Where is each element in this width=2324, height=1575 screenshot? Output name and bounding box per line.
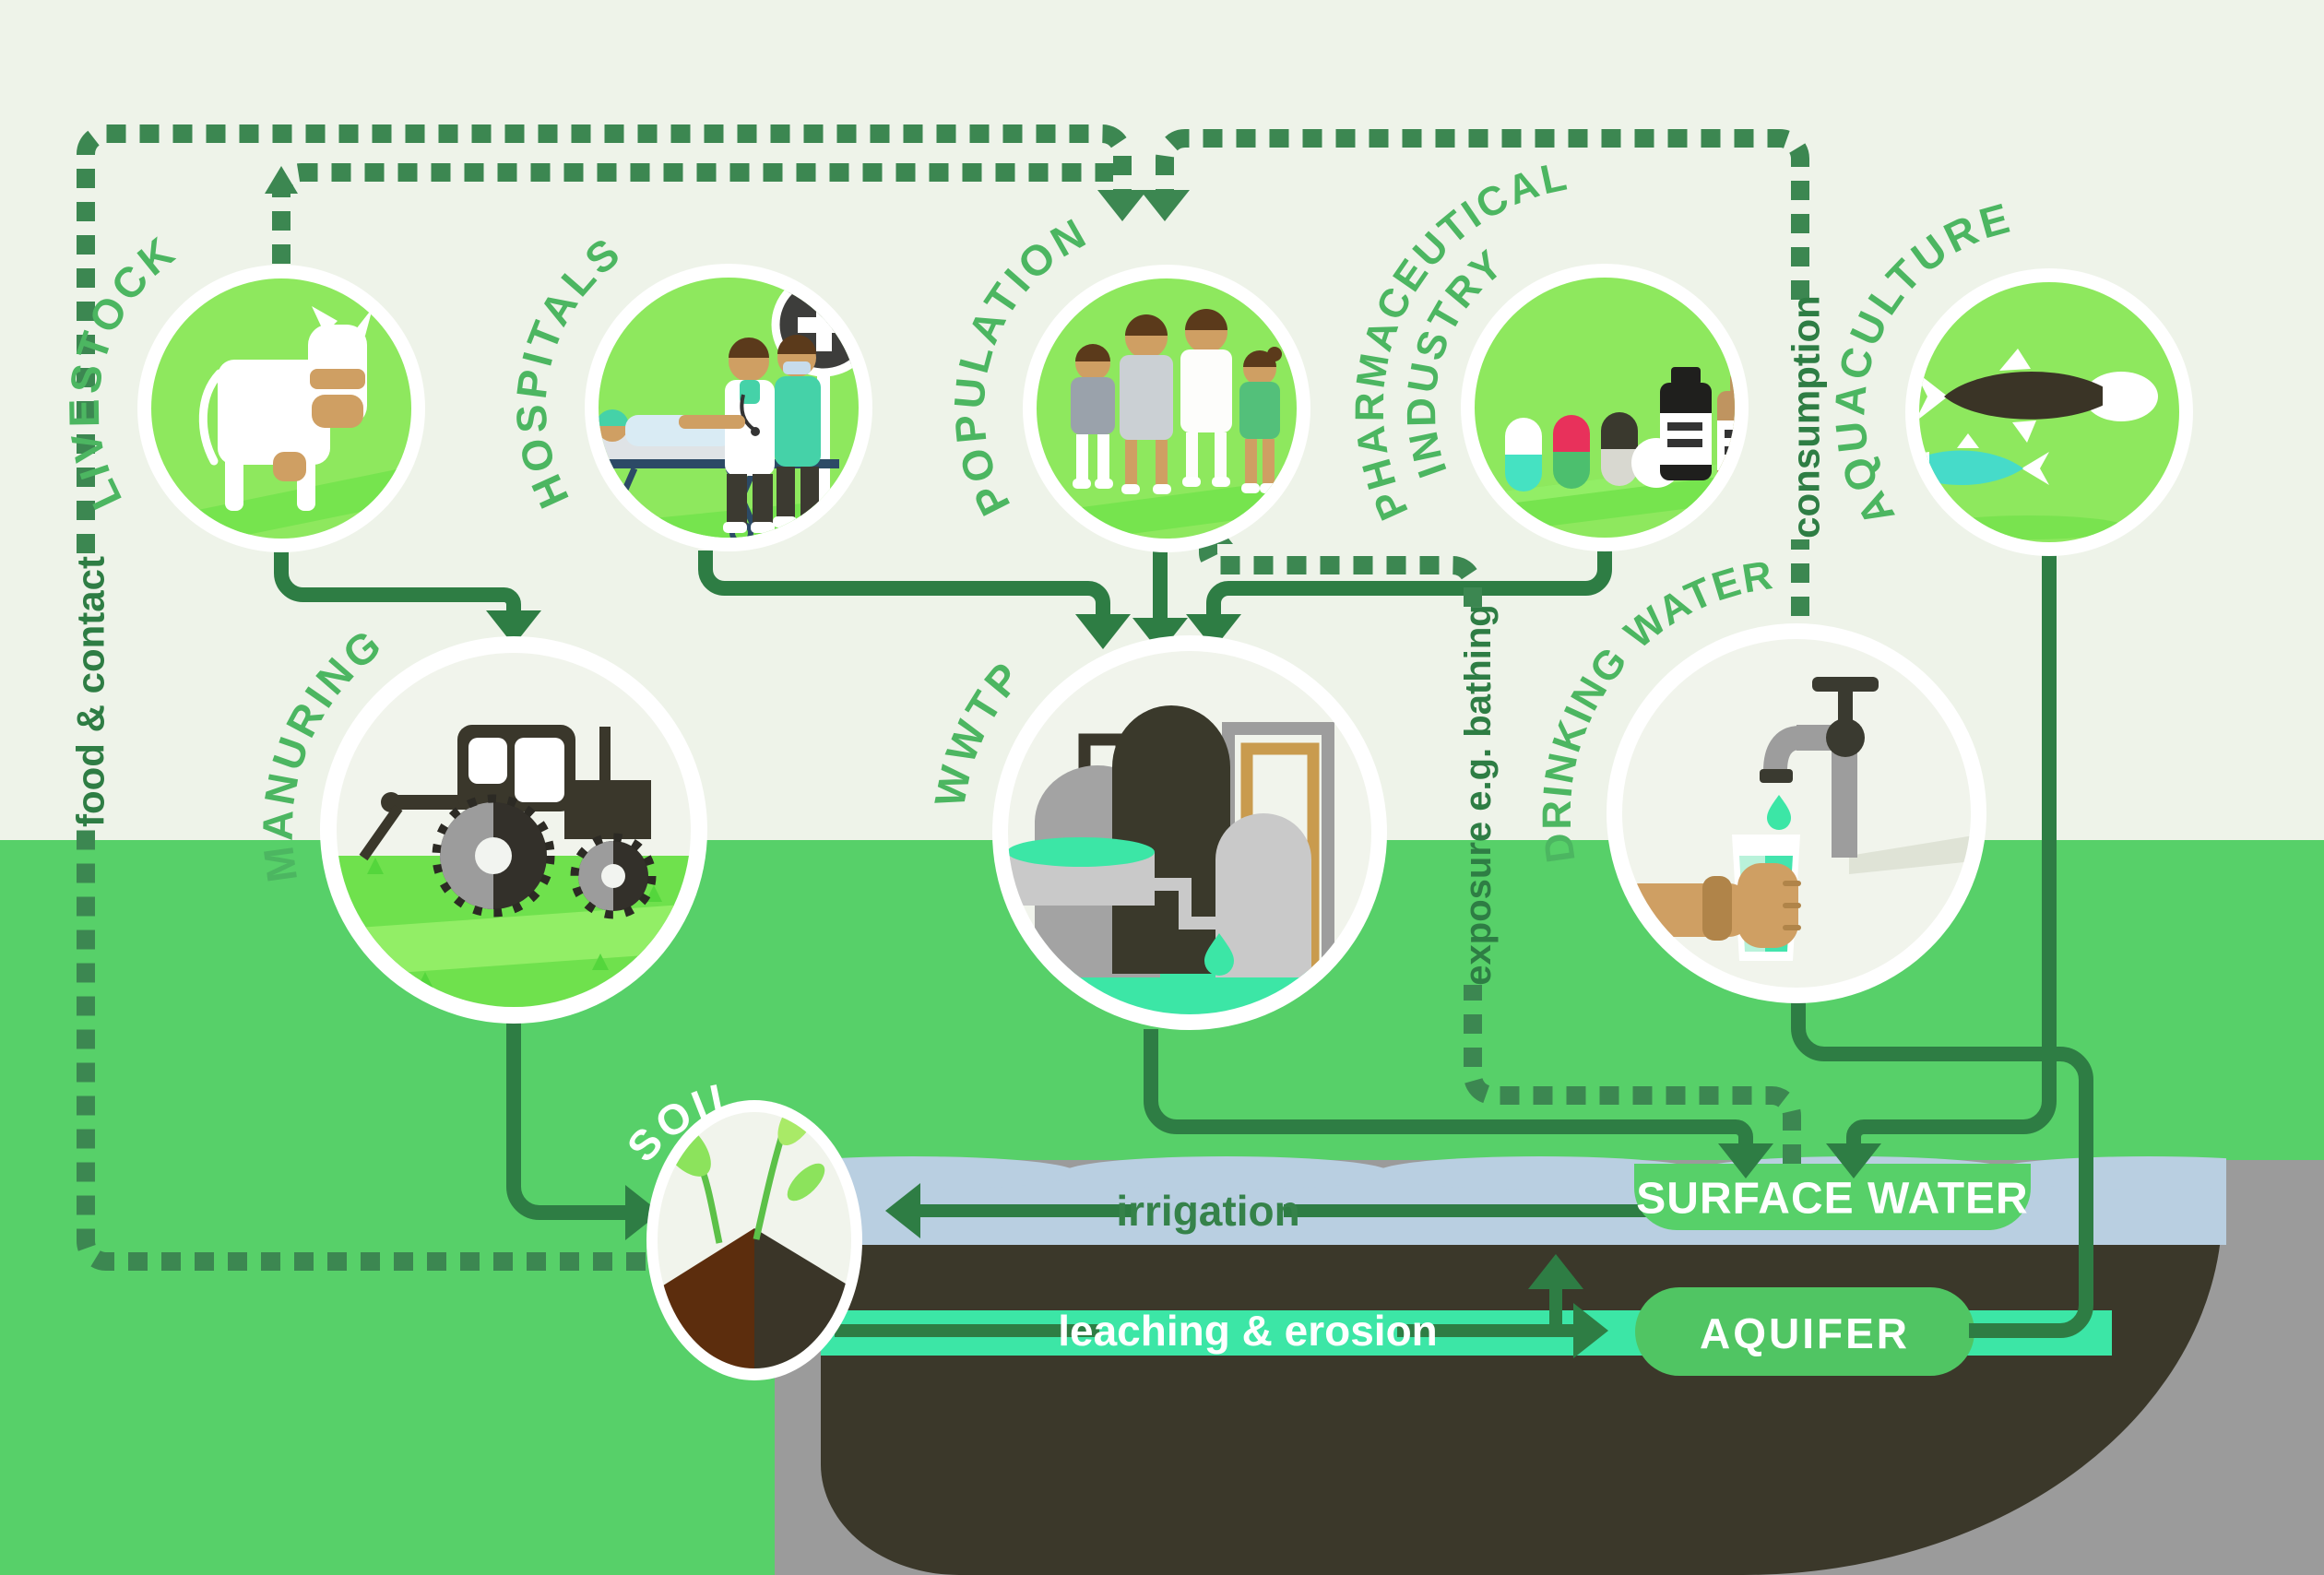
nodes [137,264,2193,1380]
flow-line-food-contact-soil-leg [77,830,646,1271]
flow-line-aquaculture-to-surface-water [1846,555,2057,1147]
flow-exposure-lower-leg [1464,985,1801,1164]
node-population [1023,265,1310,552]
node-livestock [137,265,425,552]
flow-line-aquifer-to-drinking-water [1791,966,2093,1338]
flow-consumption-upper-leg [1140,129,1809,300]
flow-pharma-to-wwtp [1186,551,1612,649]
node-hospitals [585,264,872,551]
people-icon [1040,309,1291,539]
node-wwtp [992,635,1387,1030]
flow-arrowhead-hospitals-to-wwtp [1075,614,1131,649]
flow-line-consumption-upper-leg [1156,129,1809,300]
flow-arrowhead-wwtp-to-surface-water [1718,1143,1773,1178]
node-soil [646,1100,862,1380]
flow-aquifer-to-surface-water [1528,1254,1583,1337]
node-pharma [1461,264,1749,551]
flow-line-exposure-lower-leg [1464,985,1801,1164]
flow-population-to-wwtp [1132,551,1188,653]
hospital-icon [599,278,859,538]
flow-arrowhead-irrigation-line-left [885,1183,920,1238]
flow-line-exposure-upper-leg [1199,540,1482,607]
flows [77,124,2093,1338]
aquifer-label: AQUIFER [1700,1309,1910,1357]
flow-arrowhead-consumption-upper-leg [1140,190,1190,221]
flow-label-consumption: consumption [1784,295,1828,539]
flow-label-food-contact: food & contact [69,556,113,827]
flow-hospitals-to-wwtp [698,551,1131,649]
flow-manuring-to-soil [506,1022,660,1240]
surface-water-tab [1634,1164,2031,1230]
flow-arrowhead-food-contact-top-leg [1097,190,1147,221]
node-manuring [320,636,707,1024]
flow-food-contact-top-leg [77,124,1147,553]
cow-icon [166,306,401,539]
surface-water-label: SURFACE WATER [1636,1175,2028,1224]
flow-arrowhead-aquaculture-to-surface-water [1826,1143,1881,1178]
tractor-icon [337,725,691,1007]
flow-aquaculture-to-surface-water [1826,555,2057,1178]
flow-line-manuring-to-soil [506,1022,629,1220]
flow-label-exposure-bathing: exposure e.g. bathing [1458,604,1499,985]
flow-livestock-to-manuring [274,551,541,645]
node-aquaculture [1905,268,2193,556]
flow-arrowhead-aquifer-to-surface-water [1528,1254,1583,1289]
zone-labels [1634,1164,2031,1376]
flow-line-hospitals-to-wwtp [698,551,1110,618]
flow-line-pharma-to-wwtp [1206,551,1612,618]
flow-arrowhead-manuring-to-soil [625,1185,660,1240]
flow-leaching-line-right [1397,1303,1608,1358]
node-drinking-water [1607,623,1986,1003]
flow-line-wwtp-to-surface-water [1144,1029,1753,1147]
livestock-corner-arrow [265,166,298,194]
surface-water-band [756,1156,2226,1245]
flow-arrowhead-livestock-to-manuring [486,610,541,645]
plant-icon [1008,705,1371,1014]
flow-line-food-contact-top-leg [77,124,1132,553]
flow-label-irrigation: irrigation [1116,1187,1299,1235]
flow-label-leaching-erosion: leaching & erosion [1058,1307,1438,1355]
flow-irrigation-line-left [885,1183,1132,1238]
flow-arrowhead-leaching-line-right [1573,1303,1608,1358]
pills-icon [1494,367,1735,533]
flow-wwtp-to-surface-water [1144,1029,1773,1178]
aquifer-pill [1635,1287,1974,1376]
flow-arrowhead-population-to-wwtp [1132,618,1188,653]
flow-line-livestock-to-manuring [274,551,521,614]
flow-food-contact-soil-leg [77,830,646,1271]
flow-arrowhead-pharma-to-wwtp [1186,614,1241,649]
